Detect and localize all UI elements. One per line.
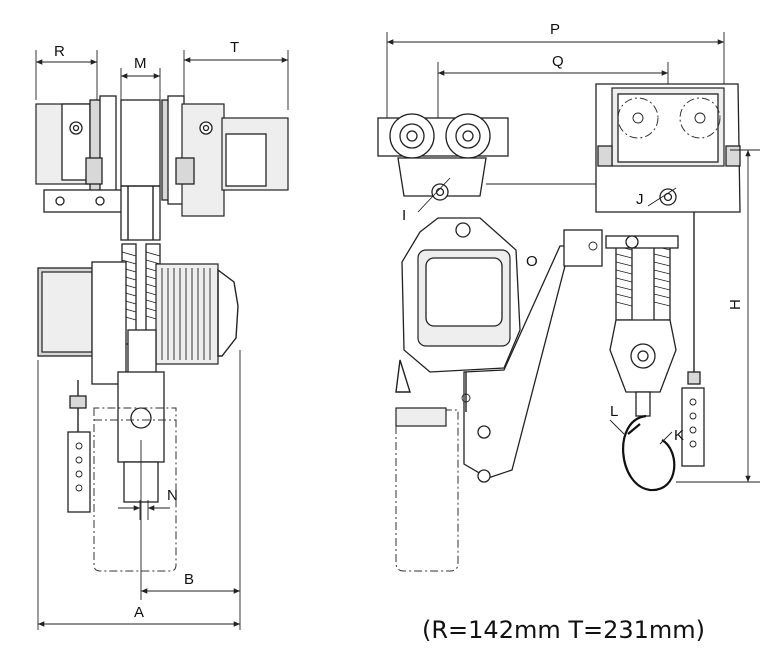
- dimension-note: (R=142mm T=231mm): [422, 616, 706, 644]
- front-view: [35, 50, 289, 630]
- dimension-labels: R M T N B A P Q I J O H L K: [54, 21, 744, 621]
- cooling-fins: [161, 268, 211, 360]
- label-I: I: [402, 207, 406, 224]
- label-K: K: [674, 427, 684, 444]
- side-view: [377, 32, 760, 572]
- label-P: P: [550, 21, 560, 38]
- label-O: O: [526, 253, 538, 270]
- label-A: A: [134, 604, 144, 621]
- label-L: L: [610, 403, 618, 420]
- label-M: M: [134, 55, 147, 72]
- label-N: N: [167, 487, 178, 504]
- label-R: R: [54, 43, 65, 60]
- label-B: B: [184, 571, 194, 588]
- label-H: H: [727, 299, 744, 310]
- label-T: T: [230, 39, 239, 56]
- label-Q: Q: [552, 53, 564, 70]
- label-J: J: [636, 191, 644, 208]
